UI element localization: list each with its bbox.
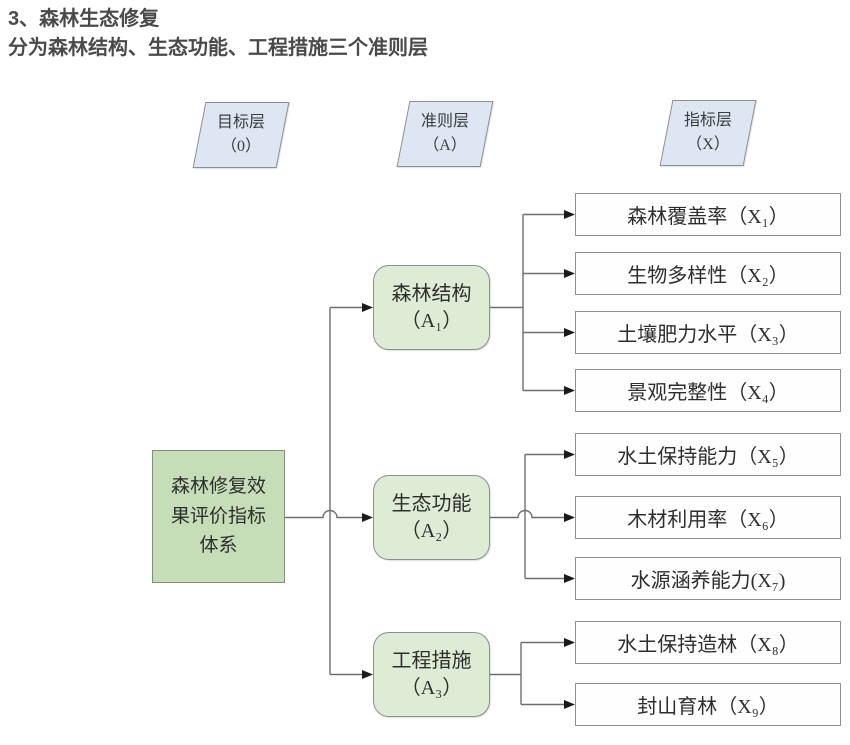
criteria-node-ecological-function: 生态功能 （A₂） xyxy=(373,475,490,560)
title-line-1: 3、森林生态修复 xyxy=(8,8,160,30)
layer-label-criteria-text: 准则层 （A） xyxy=(420,113,469,154)
indicator-node-x1: 森林覆盖率（X₁） xyxy=(575,193,841,236)
indicator-node-x6: 木材利用率（X₆） xyxy=(575,496,841,539)
page-title: 3、森林生态修复 分为森林结构、生态功能、工程措施三个准则层 xyxy=(8,5,428,63)
indicator-node-x8: 水土保持造林（X₈） xyxy=(575,621,841,664)
title-line-2: 分为森林结构、生态功能、工程措施三个准则层 xyxy=(8,37,428,59)
layer-label-goal-text: 目标层 （0） xyxy=(216,114,265,155)
indicator-node-x9: 封山育林（X₉） xyxy=(575,683,841,726)
indicator-node-x5: 水土保持能力（X₅） xyxy=(575,433,841,476)
layer-label-indicator: 指标层 （X） xyxy=(659,100,757,166)
layer-label-indicator-text: 指标层 （X） xyxy=(683,112,732,153)
indicator-node-x2: 生物多样性（X₂） xyxy=(575,252,841,295)
layer-label-criteria: 准则层 （A） xyxy=(396,101,494,167)
criteria-node-forest-structure: 森林结构 （A₁） xyxy=(373,265,490,350)
indicator-node-x3: 土壤肥力水平（X₃） xyxy=(575,311,841,354)
layer-label-goal: 目标层 （0） xyxy=(192,102,290,168)
goal-node-text: 森林修复效果评价指标体系 xyxy=(170,476,266,557)
indicator-node-x4: 景观完整性（X₄） xyxy=(575,369,841,412)
criteria-node-engineering-measures: 工程措施 （A₃） xyxy=(373,632,490,717)
goal-node: 森林修复效果评价指标体系 xyxy=(152,450,285,583)
indicator-node-x7: 水源涵养能力(X₇) xyxy=(575,557,841,600)
